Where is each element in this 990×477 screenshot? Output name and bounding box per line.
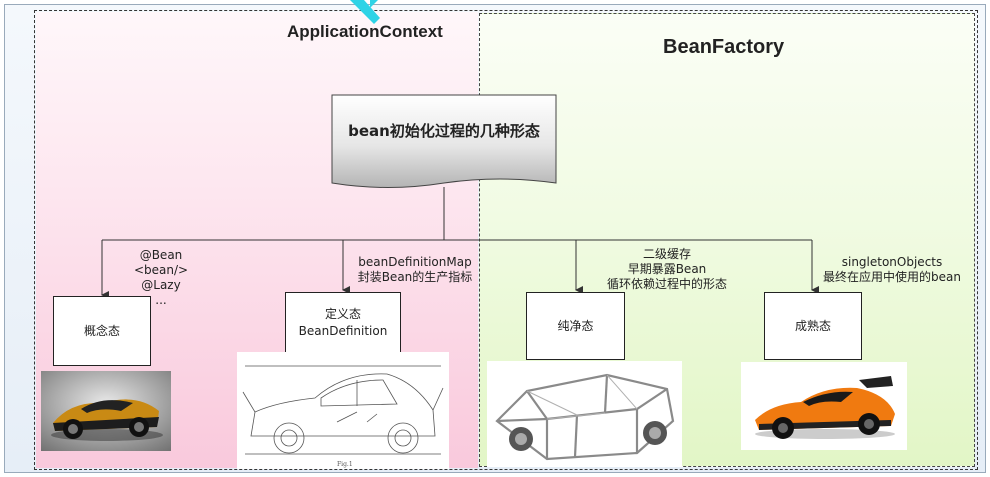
state-pure-box: 纯净态	[526, 292, 625, 360]
concept-annotation: @Bean <bean/> @Lazy ...	[133, 248, 189, 307]
state-definition-box: 定义态 BeanDefinition	[285, 292, 401, 354]
car-blueprint-icon: Fig.1	[237, 352, 449, 469]
cyan-marker-icon	[350, 0, 380, 24]
car-chassis-frame-icon	[487, 361, 682, 467]
application-context-border	[34, 10, 978, 470]
central-node-label: bean初始化过程的几种形态	[348, 122, 540, 140]
mature-annotation: singletonObjects 最终在应用中使用的bean	[823, 255, 961, 284]
svg-text:Fig.1: Fig.1	[337, 461, 353, 468]
definition-annotation: beanDefinitionMap 封装Bean的生产指标	[357, 255, 473, 284]
document-shape	[331, 94, 557, 188]
state-mature-box: 成熟态	[764, 292, 862, 360]
orange-supercar-icon	[741, 362, 907, 450]
pure-annotation: 二级缓存 早期暴露Bean 循环依赖过程中的形态	[606, 247, 727, 291]
application-context-title: ApplicationContext	[287, 22, 443, 41]
state-concept-box: 概念态	[53, 296, 151, 366]
gold-concept-car-icon	[41, 371, 171, 451]
bean-factory-title: BeanFactory	[663, 36, 785, 58]
